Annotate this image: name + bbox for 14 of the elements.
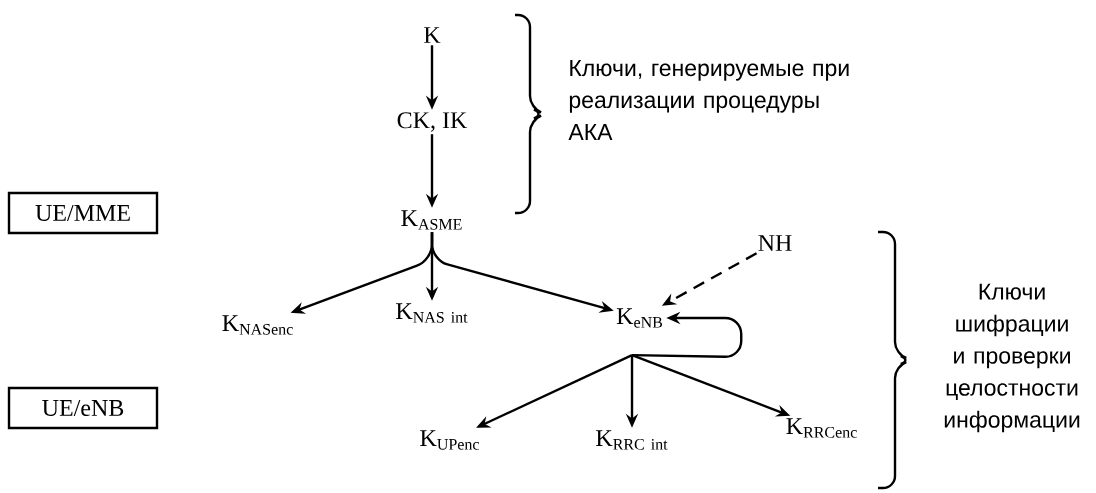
key-label: K$_{UPenc}$ [420,430,479,450]
key-label: $\mathrm{K}_{\mathrm{NAS\ int}}$ [396,303,468,323]
key-label: K [424,27,441,43]
note-text: Ключи шифрации и проверки целостности информации [944,283,1080,433]
note-text: Ключи, генерируемые при реализации процедуры АКА [568,60,849,140]
label-box: UE/MME [7,191,159,235]
key-label: $\mathrm{K}_{\mathrm{RRC\ int}}$ [596,430,668,450]
label-box: UE/eNB [7,386,159,430]
key-label: K$_{eNB}$ [616,308,663,328]
key-label: K$_{ASME}$ [401,210,462,230]
key-label: K$_{NASenc}$ [222,315,293,335]
key-label: CK, IK [397,112,468,132]
key-label: NH [758,235,792,251]
key-label: K$_{RRCenc}$ [786,418,857,438]
